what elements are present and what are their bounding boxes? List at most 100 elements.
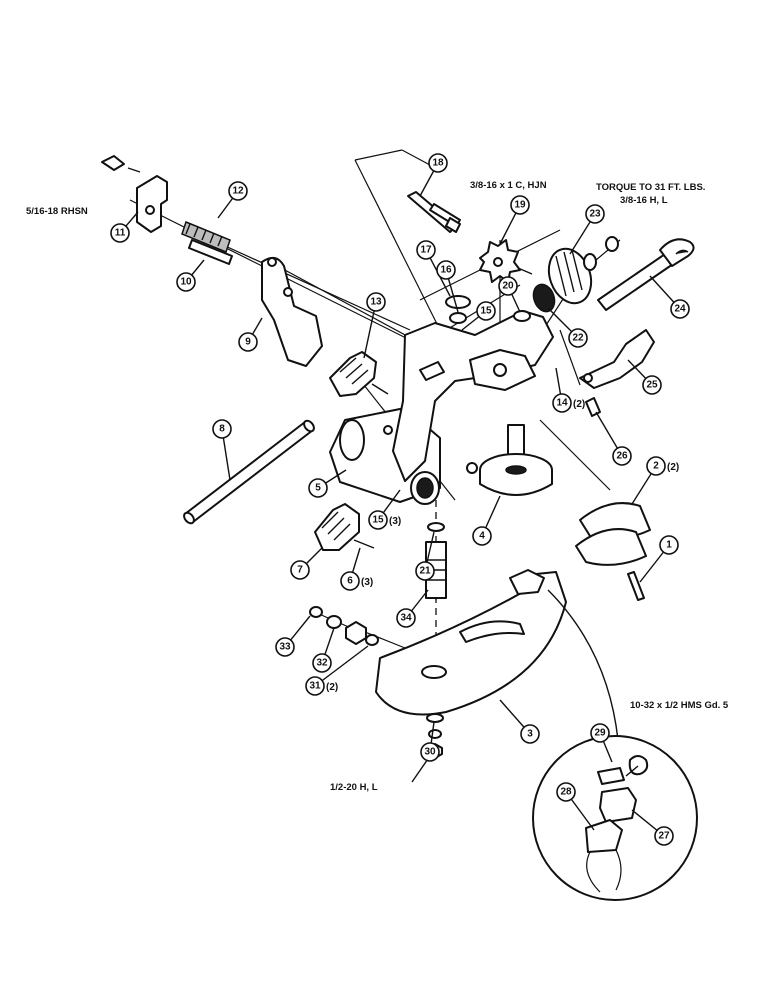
svg-text:7: 7 [297,565,303,576]
callout-29: 29 [590,723,610,743]
svg-text:32: 32 [316,658,328,669]
callout-16: 16 [436,260,456,280]
svg-text:5: 5 [315,483,321,494]
part-25-lever [579,329,655,389]
callout-20: 20 [498,276,518,296]
note-rhsn: 5/16-18 RHSN [26,206,88,217]
svg-text:15: 15 [372,515,384,526]
callout-28: 28 [556,782,576,802]
part-12-threaded-pin [181,221,231,253]
svg-text:26: 26 [616,451,628,462]
callout-19: 19 [510,195,530,215]
callouts: 1 2 3 4 5 6 7 8 9 10 11 12 13 14 15 15 1… [110,153,690,846]
part-26-bolt [585,397,601,417]
part-11-bracket [101,155,168,233]
callout-10: 10 [176,272,196,292]
callout-23: 23 [585,204,605,224]
callout-27: 27 [654,826,674,846]
note-torque-1: TORQUE TO 31 FT. LBS. [596,182,705,193]
part-13-gear [329,351,389,397]
svg-text:27: 27 [658,831,670,842]
svg-text:4: 4 [479,531,485,542]
quantity-labels: (2) (3) (2) (3) (2) [326,399,679,693]
part-24-shaft [597,236,695,311]
svg-text:8: 8 [219,424,225,435]
callout-6: 6 [340,571,360,591]
qty-6: (3) [361,577,373,588]
part-10-pin [188,239,233,265]
svg-text:29: 29 [594,728,606,739]
svg-text:31: 31 [309,681,321,692]
callout-24: 24 [670,299,690,319]
svg-text:19: 19 [514,200,526,211]
svg-text:13: 13 [370,297,382,308]
svg-text:16: 16 [440,265,452,276]
callout-13: 13 [366,292,386,312]
callout-1: 1 [659,535,679,555]
svg-text:1: 1 [666,540,672,551]
callout-34: 34 [396,608,416,628]
svg-text:28: 28 [560,787,572,798]
callout-5: 5 [308,478,328,498]
svg-text:21: 21 [419,566,431,577]
qty-31: (2) [326,682,338,693]
callout-12: 12 [228,181,248,201]
part-20-washer [513,310,531,322]
svg-text:2: 2 [653,461,659,472]
callout-3: 3 [520,724,540,744]
part-18-bolt [407,191,461,233]
callout-4: 4 [472,526,492,546]
svg-text:12: 12 [232,186,244,197]
svg-text:3: 3 [527,729,533,740]
callout-14: 14 [552,393,572,413]
callout-31: 31 [305,676,325,696]
part-3-arm [375,569,567,716]
svg-text:22: 22 [572,333,584,344]
callout-26: 26 [612,446,632,466]
svg-text:34: 34 [400,613,412,624]
hardware-notes: 5/16-18 RHSN 3/8-16 x 1 C, HJN TORQUE TO… [26,180,729,793]
callout-30: 30 [420,742,440,762]
part-4-plate [479,424,553,496]
note-nut: 1/2-20 H, L [330,782,378,793]
detail-view [532,589,698,901]
part-23-spring [532,247,597,313]
callout-21: 21 [415,561,435,581]
svg-text:20: 20 [502,281,514,292]
part-2-plates [575,502,651,566]
callout-33: 33 [275,637,295,657]
callout-9: 9 [238,332,258,352]
note-hms: 10-32 x 1/2 HMS Gd. 5 [630,700,729,711]
callout-11: 11 [110,223,130,243]
svg-text:6: 6 [347,576,353,587]
svg-text:25: 25 [646,380,658,391]
note-torque-2: 3/8-16 H, L [620,195,668,206]
callout-15b: 15 [368,510,388,530]
svg-text:30: 30 [424,747,436,758]
callout-15a: 15 [476,301,496,321]
part-7-gear [314,503,375,551]
callout-22: 22 [568,328,588,348]
main-frame [392,310,554,482]
callout-2: 2 [646,456,666,476]
svg-text:23: 23 [589,209,601,220]
callout-25: 25 [642,375,662,395]
part-1-pin [627,571,645,601]
svg-text:9: 9 [245,337,251,348]
svg-text:24: 24 [674,304,686,315]
callout-7: 7 [290,560,310,580]
qty-14: (2) [573,399,585,410]
part-21-ring [427,522,445,532]
part-16-17-rings [445,295,471,324]
part-8-shaft [183,419,315,525]
svg-text:11: 11 [115,228,126,239]
svg-text:17: 17 [420,245,432,256]
svg-text:14: 14 [556,398,568,409]
svg-text:18: 18 [432,158,444,169]
qty-15: (3) [389,516,401,527]
svg-text:15: 15 [480,306,492,317]
callout-8: 8 [212,419,232,439]
callout-18: 18 [428,153,448,173]
part-9-arm [261,256,323,367]
